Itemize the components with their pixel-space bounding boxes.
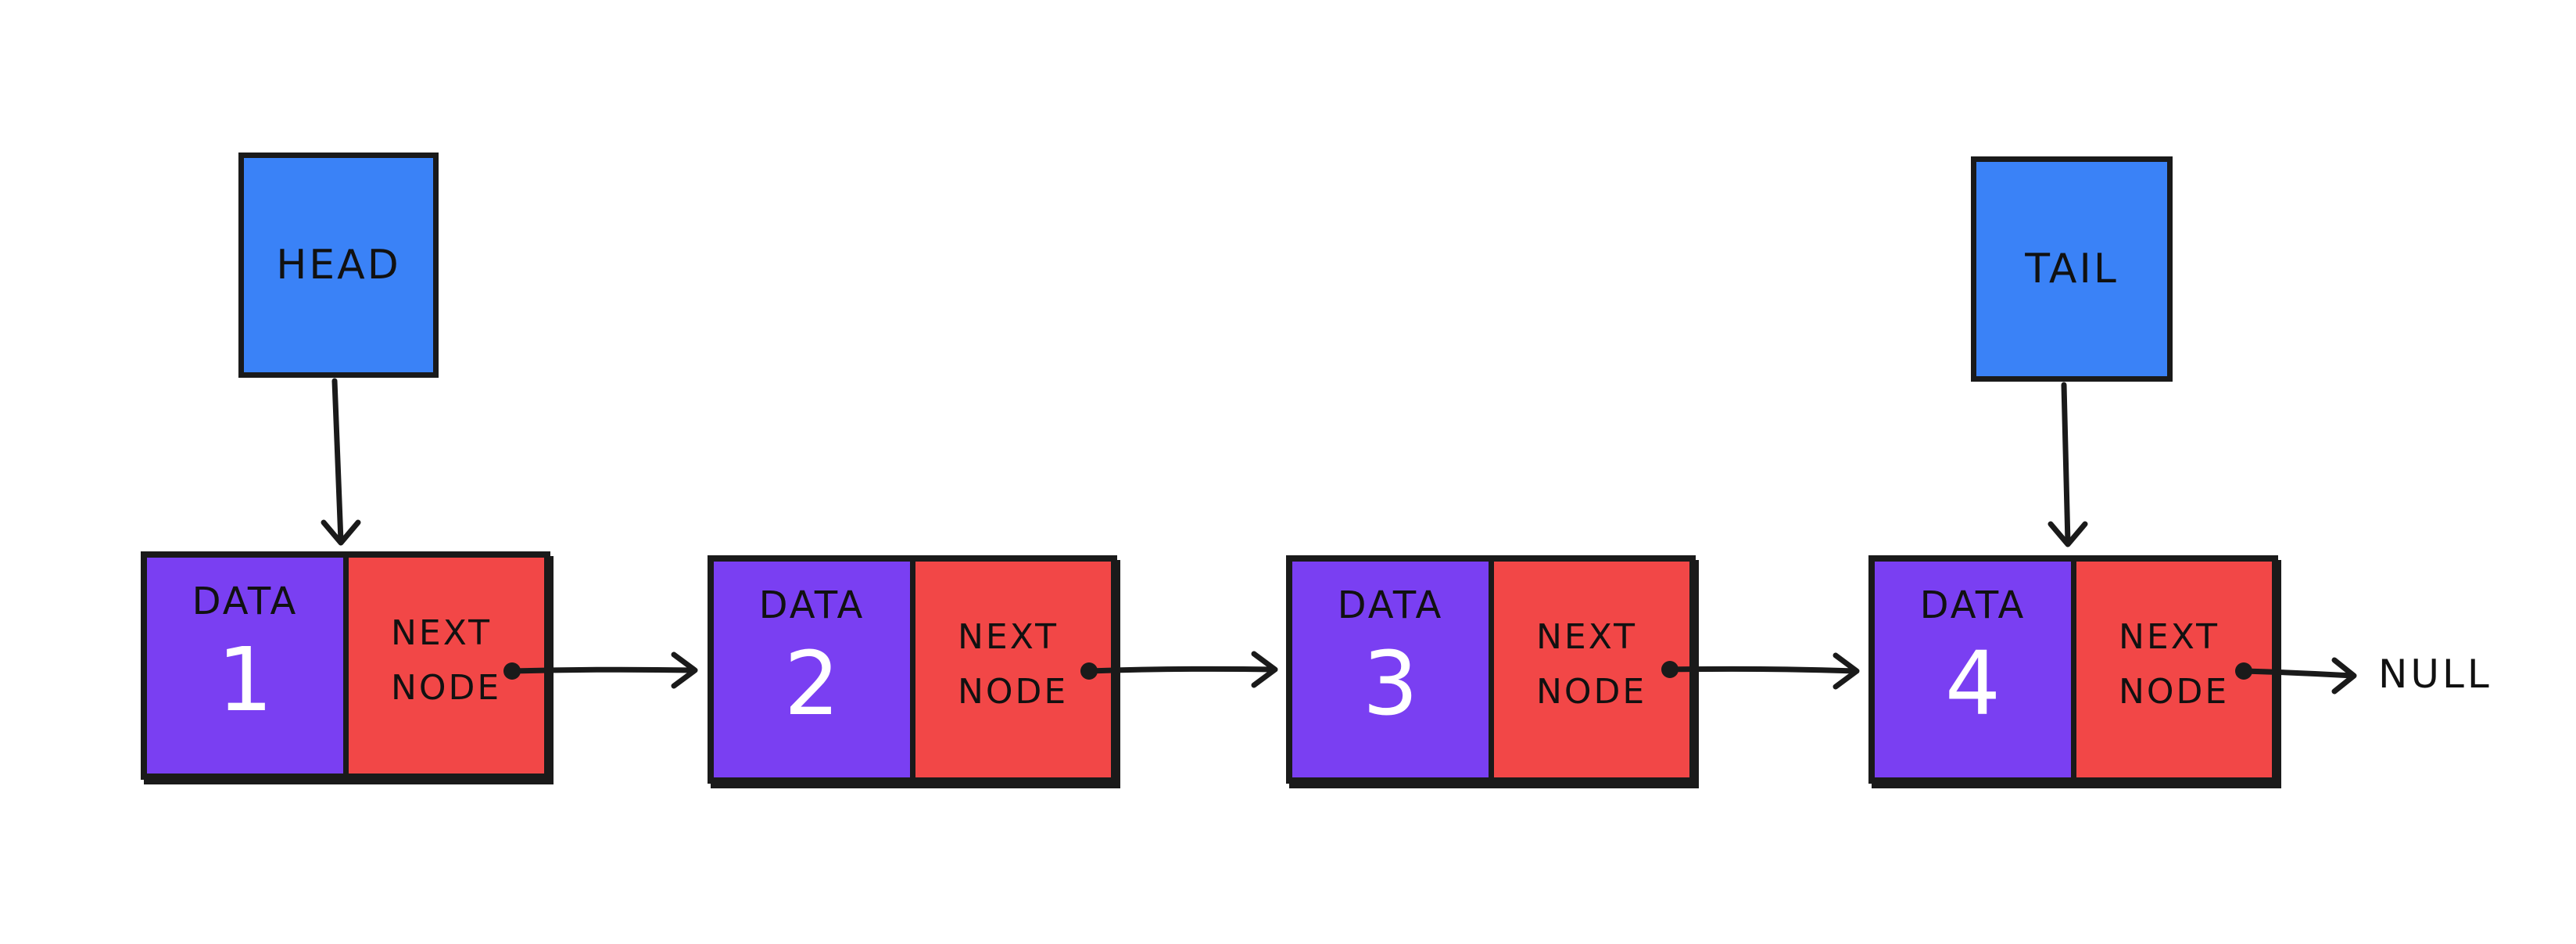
- node-3-next-line1: NEXT: [1536, 617, 1637, 657]
- tail-label: TAIL: [2025, 246, 2119, 293]
- head-label: HEAD: [276, 242, 401, 289]
- head-arrowhead: [321, 519, 361, 546]
- node-2-next-label: NEXT NODE: [958, 610, 1068, 720]
- node-1-next-label: NEXT NODE: [391, 606, 501, 716]
- node-4-next-cell: NEXT NODE: [2076, 562, 2272, 777]
- node-2-next-cell: NEXT NODE: [915, 562, 1111, 777]
- node-1-data-cell: DATA 1: [147, 558, 349, 774]
- node-1-value: 1: [217, 630, 274, 731]
- list-node-2: DATA 2 NEXT NODE: [708, 555, 1117, 784]
- node-3-next-label: NEXT NODE: [1536, 610, 1646, 720]
- tail-to-node-4-arrow: [2061, 382, 2071, 546]
- node-4-data-label: DATA: [1919, 583, 2026, 627]
- tail-arrowhead: [2048, 521, 2088, 547]
- head-to-node-1-arrow: [331, 378, 344, 544]
- node-2-next-line1: NEXT: [958, 617, 1059, 657]
- node-2-next-line2: NODE: [958, 672, 1069, 712]
- node-1-data-label: DATA: [192, 580, 299, 623]
- node-2-data-label: DATA: [758, 583, 865, 627]
- list-node-4: DATA 4 NEXT NODE: [1868, 555, 2278, 784]
- node-4-value: 4: [1944, 634, 2001, 735]
- node-3-to-node-4-arrowhead: [1833, 652, 1860, 690]
- list-node-3: DATA 3 NEXT NODE: [1286, 555, 1696, 784]
- node-4-next-label: NEXT NODE: [2119, 610, 2229, 720]
- null-label: NULL: [2378, 651, 2492, 697]
- node-4-next-line1: NEXT: [2119, 617, 2220, 657]
- node-3-to-node-4-arrow: [1667, 666, 1859, 674]
- node-3-next-cell: NEXT NODE: [1494, 562, 1689, 777]
- node-1-next-cell: NEXT NODE: [349, 558, 544, 774]
- node-4-next-line2: NODE: [2119, 672, 2230, 712]
- node-3-next-line2: NODE: [1536, 672, 1647, 712]
- list-node-1: DATA 1 NEXT NODE: [141, 551, 550, 780]
- node-3-data-label: DATA: [1337, 583, 1444, 627]
- node-3-value: 3: [1362, 634, 1419, 735]
- node-4-to-null-arrowhead: [2331, 657, 2357, 695]
- node-2-value: 2: [783, 634, 840, 735]
- tail-pointer-box: TAIL: [1971, 156, 2173, 382]
- node-3-data-cell: DATA 3: [1292, 562, 1494, 777]
- head-pointer-box: HEAD: [238, 153, 439, 378]
- node-1-next-line2: NODE: [391, 668, 502, 708]
- node-2-to-node-3-arrowhead: [1251, 651, 1278, 688]
- node-1-to-node-2-arrowhead: [671, 651, 698, 689]
- node-1-next-line1: NEXT: [391, 613, 492, 653]
- node-4-data-cell: DATA 4: [1875, 562, 2076, 777]
- node-2-data-cell: DATA 2: [714, 562, 915, 777]
